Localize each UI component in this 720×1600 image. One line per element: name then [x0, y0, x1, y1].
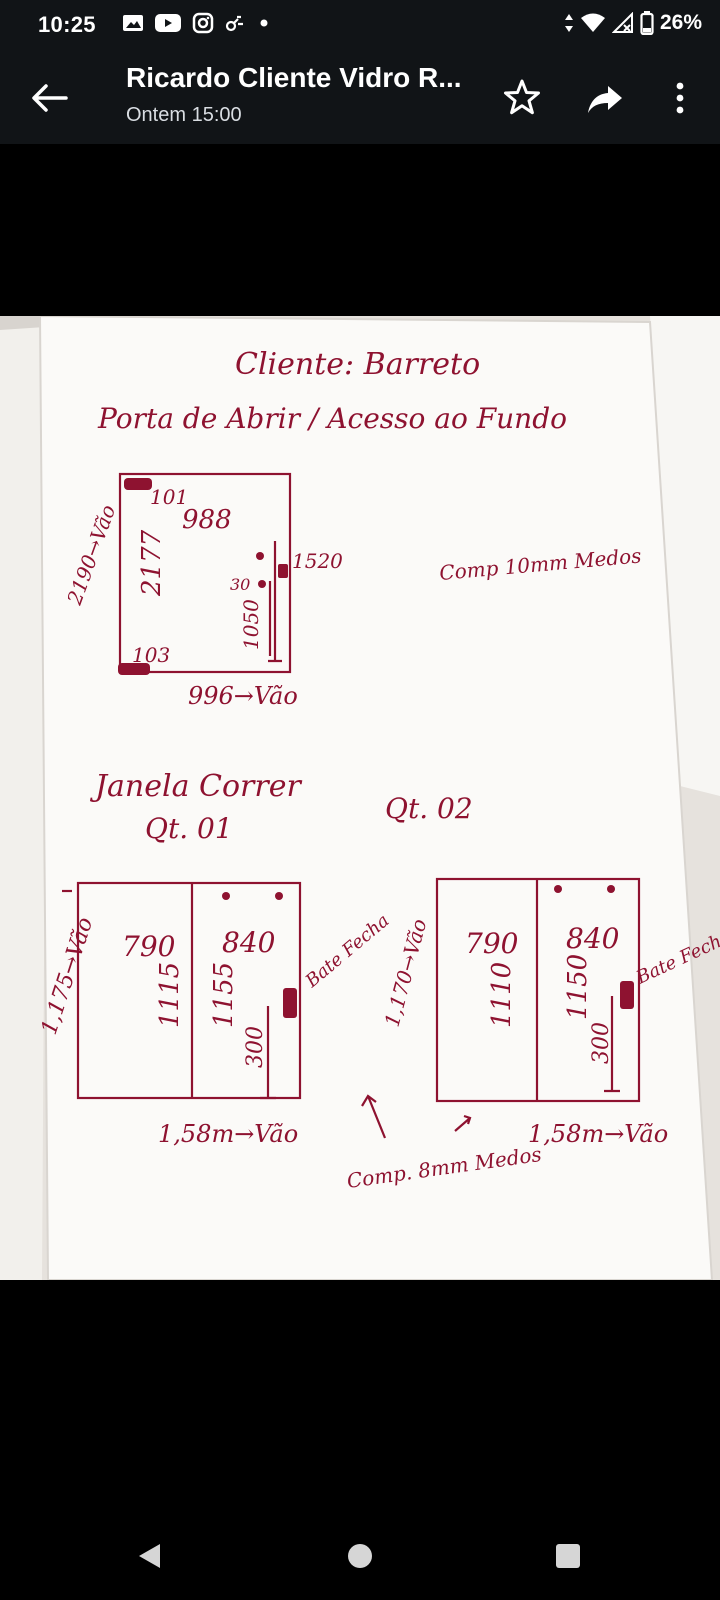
window-title-text: Janela Correr [89, 769, 302, 804]
dot-icon [260, 19, 268, 27]
arrow-left-icon[interactable] [26, 78, 70, 118]
data-arrows-icon [564, 14, 573, 32]
instagram-icon [192, 12, 214, 34]
youtube-icon [155, 14, 181, 32]
door-title-text: Porta de Abrir / Acesso ao Fundo [97, 402, 567, 435]
window2-left-width-text: 790 [465, 927, 518, 960]
wifi-icon [580, 13, 605, 32]
qty-1-text: Qt. 01 [145, 812, 233, 845]
door-top-text: 101 [150, 485, 188, 509]
window1-lock-height-text: 300 [243, 1026, 268, 1068]
media-title[interactable]: Ricardo Cliente Vidro R... [126, 62, 462, 93]
app-bar: Ricardo Cliente Vidro R... Ontem 15:00 [0, 48, 720, 144]
door-width-text: 988 [182, 505, 232, 535]
system-status: 26% [564, 11, 702, 35]
battery-percent: 26% [659, 11, 702, 34]
qty-2-text: Qt. 02 [385, 792, 473, 825]
share-icon[interactable] [584, 76, 628, 120]
client-text: Cliente: Barreto [235, 347, 480, 382]
photo-viewer[interactable]: Cliente: Barreto Porta de Abrir / Acesso… [0, 316, 720, 1280]
notification-icons [122, 12, 270, 34]
link-icon [225, 15, 243, 32]
window1-left-width-text: 790 [122, 930, 175, 963]
door-bottom-text: 103 [132, 643, 170, 667]
signal-icon [611, 12, 633, 33]
door-width-vao-text: 996→Vão [188, 682, 298, 710]
window1-left-height-text: 1115 [155, 962, 185, 1028]
window2-left-height-text: 1110 [487, 962, 517, 1028]
door-height-text: 2177 [137, 529, 167, 597]
door-handle-small-text: 30 [230, 575, 250, 594]
window2-lock-height-text: 300 [589, 1022, 614, 1064]
window1-right-width-text: 840 [222, 926, 275, 959]
back-triangle-icon[interactable] [130, 1536, 170, 1576]
system-nav-bar [0, 1512, 720, 1600]
door-handle-height-text: 1050 [239, 599, 263, 650]
door-handle-dim-text: 1520 [292, 549, 343, 573]
recents-square-icon[interactable] [548, 1536, 588, 1576]
status-bar: 10:25 26% [0, 0, 720, 48]
window1-width-vao-text: 1,58m→Vão [158, 1120, 298, 1148]
star-icon[interactable] [500, 76, 544, 120]
home-circle-icon[interactable] [340, 1536, 380, 1576]
window2-right-width-text: 840 [566, 922, 619, 955]
more-vert-icon[interactable] [658, 76, 702, 120]
gallery-icon [123, 15, 143, 31]
media-date: Ontem 15:00 [126, 104, 242, 126]
window2-width-vao-text: 1,58m→Vão [528, 1120, 668, 1148]
status-time: 10:25 [38, 12, 96, 37]
battery-icon [640, 11, 654, 35]
window2-right-height-text: 1150 [563, 954, 593, 1020]
window1-right-height-text: 1155 [209, 962, 239, 1028]
handwritten-sketch-photo: Cliente: Barreto Porta de Abrir / Acesso… [0, 316, 720, 1280]
